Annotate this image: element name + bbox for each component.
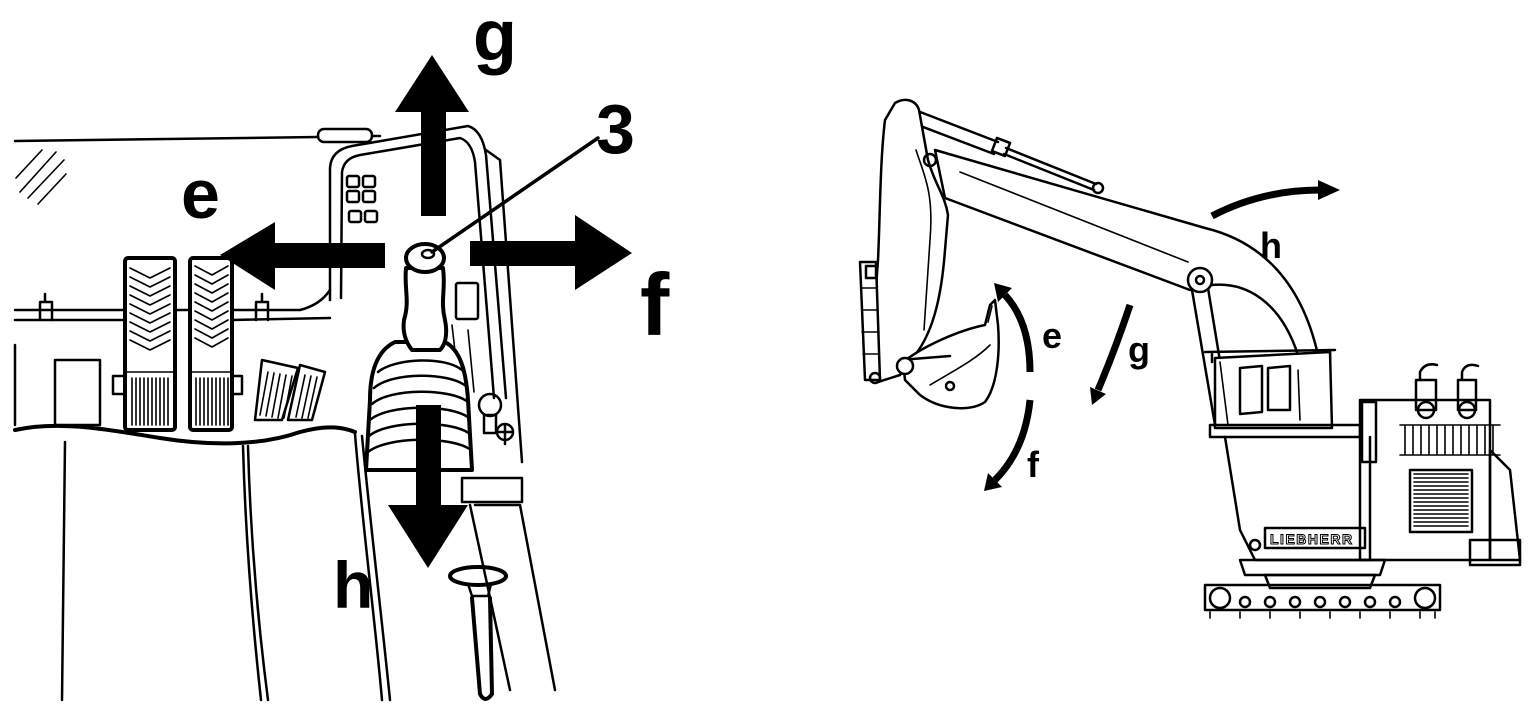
floor-lines	[60, 432, 392, 702]
undercarriage	[1203, 583, 1442, 619]
pedal-left	[111, 256, 177, 432]
cab-interior-view: 3 g e f h	[13, 0, 670, 702]
window-handle	[316, 127, 374, 144]
arrow-left-label: e	[181, 155, 220, 233]
motion-label-upper-left: e	[1042, 315, 1062, 356]
callout-leader-line	[430, 136, 600, 254]
floor-lever	[448, 565, 508, 701]
console-outline	[328, 124, 508, 400]
console-slot	[454, 281, 480, 321]
excavator-drawing	[858, 98, 1522, 619]
excavator-view: LIEBHERR h e g f	[858, 98, 1522, 619]
floor-boundary-curve	[13, 423, 357, 446]
arrow-right-label: f	[640, 255, 670, 354]
arrow-up-label: g	[473, 0, 517, 76]
arrow-down	[388, 405, 468, 568]
motion-arrow-upper-left	[994, 283, 1034, 373]
console-inner-edge	[339, 136, 496, 400]
arrow-down-label: h	[333, 548, 373, 622]
arm	[873, 98, 950, 384]
carbody	[1223, 435, 1387, 590]
window-glass-hatch	[15, 149, 67, 205]
arm-detail-line	[915, 149, 932, 331]
console-side-edge	[484, 148, 524, 464]
operator-cab	[1203, 348, 1337, 430]
window-frame-line	[13, 134, 382, 143]
arm-cylinder	[908, 108, 1105, 195]
floor-plate-edge	[13, 288, 332, 322]
machinery-house	[1358, 363, 1522, 567]
cab-interior-drawing	[13, 124, 557, 702]
arrow-up	[395, 55, 469, 216]
arrow-right	[470, 215, 632, 290]
floor-clip-right	[254, 292, 270, 322]
brand-logo: LIEBHERR	[1270, 531, 1354, 547]
arrow-left	[220, 222, 385, 290]
small-pedals	[253, 358, 327, 422]
joystick-knob-button	[420, 248, 436, 260]
callout-number: 3	[596, 90, 635, 168]
footrest-block	[53, 358, 102, 427]
motion-label-lower-left: f	[1027, 444, 1040, 485]
motion-arrow-middle	[1090, 303, 1134, 405]
bucket	[868, 298, 1000, 410]
pedal-right	[188, 256, 244, 432]
motion-arrow-top-right	[1210, 180, 1340, 220]
motion-arrow-lower-left	[984, 399, 1034, 491]
bucket-cylinder	[858, 260, 882, 382]
motion-label-top-right: h	[1260, 225, 1282, 266]
motion-label-middle: g	[1128, 329, 1150, 370]
console-button-grid	[345, 174, 379, 224]
joystick-handle	[401, 266, 449, 352]
boom-detail-line	[959, 171, 1189, 263]
boom-arm-pin	[922, 152, 938, 168]
floor-clip-left	[38, 292, 54, 322]
